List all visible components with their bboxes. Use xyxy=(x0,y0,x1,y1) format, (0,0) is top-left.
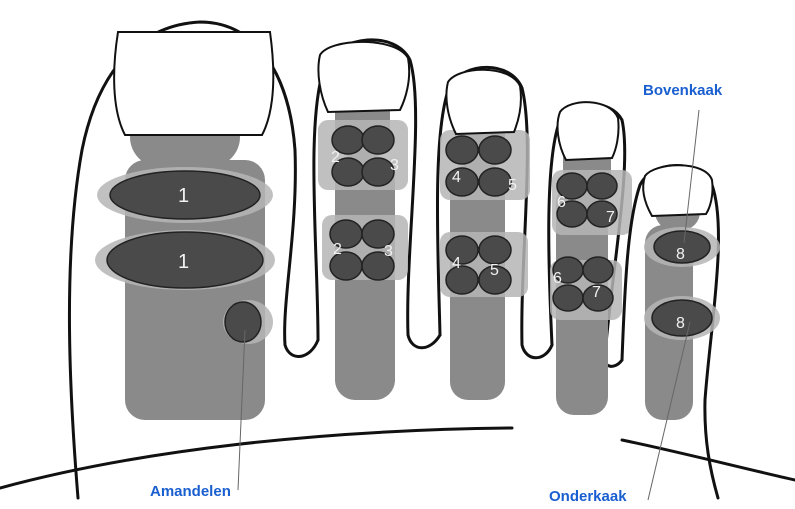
zone-label: 2 xyxy=(331,149,340,166)
zone-label: 4 xyxy=(452,169,461,186)
second-toe xyxy=(314,40,440,400)
zone-label: 3 xyxy=(384,243,393,260)
lower-jaw-label: Onderkaak xyxy=(549,488,627,505)
zone-label: 1 xyxy=(178,185,189,207)
little-toe xyxy=(622,165,720,498)
tonsils-zone xyxy=(225,302,261,342)
zone-label: 5 xyxy=(508,177,517,194)
zone-label: 1 xyxy=(178,251,189,273)
zone-label: 5 xyxy=(490,262,499,279)
zone-label: 8 xyxy=(676,246,685,263)
zone-label: 7 xyxy=(606,209,615,226)
zone-label: 2 xyxy=(333,241,342,258)
zone-label: 8 xyxy=(676,315,685,332)
zone-label: 7 xyxy=(592,284,601,301)
tonsils-label: Amandelen xyxy=(150,483,231,500)
fourth-toe xyxy=(549,102,632,415)
zone-label: 6 xyxy=(553,270,562,287)
zone-label: 4 xyxy=(452,255,461,272)
big-toe xyxy=(69,22,318,498)
zone-label: 3 xyxy=(390,157,399,174)
zone-label: 6 xyxy=(557,194,566,211)
third-toe xyxy=(437,67,552,400)
upper-jaw-label: Bovenkaak xyxy=(643,82,722,99)
